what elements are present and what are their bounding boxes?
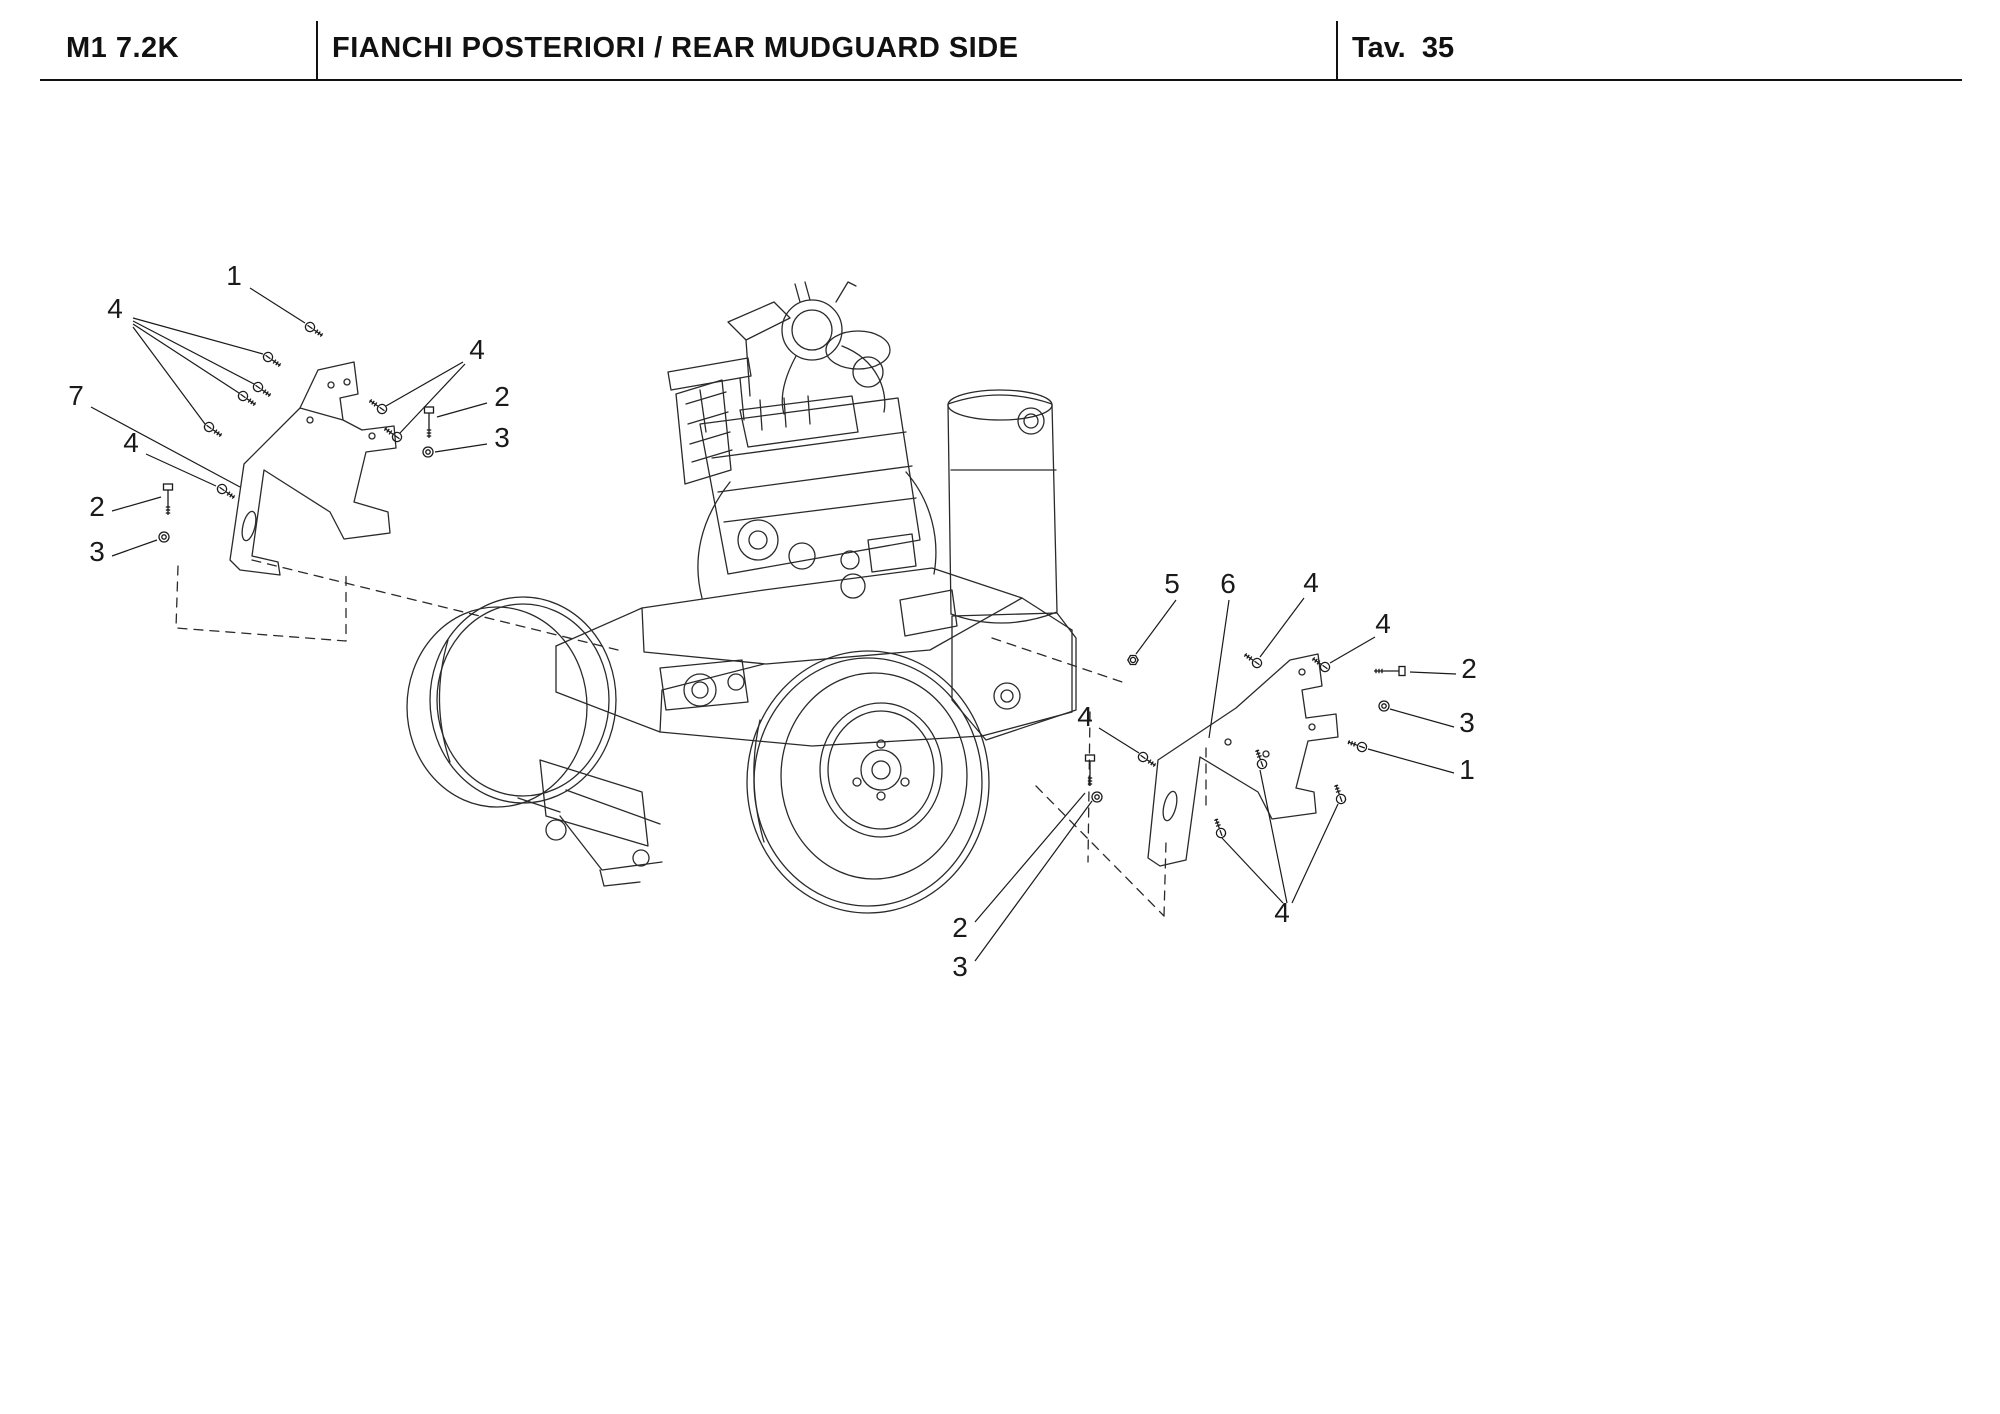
- page-title: FIANCHI POSTERIORI / REAR MUDGUARD SIDE: [332, 32, 1019, 64]
- callout-4: 4: [1303, 567, 1319, 598]
- callout-3: 3: [952, 951, 968, 982]
- header-divider-right: [1336, 21, 1338, 79]
- fastener-bolt: [423, 406, 435, 438]
- callout-1: 1: [226, 260, 242, 291]
- fastener-washer: [1378, 700, 1390, 712]
- callout-4: 4: [123, 427, 139, 458]
- callout-2: 2: [89, 491, 105, 522]
- callout-2: 2: [952, 912, 968, 943]
- fastener-screw: [237, 390, 257, 407]
- assembly-guide-lines: [175, 559, 1207, 917]
- fastener-screw: [262, 351, 282, 368]
- callout-6: 6: [1220, 568, 1236, 599]
- callout-2: 2: [1461, 653, 1477, 684]
- fastener-screw: [252, 381, 272, 398]
- fastener-screw: [203, 421, 223, 438]
- callout-2: 2: [494, 381, 510, 412]
- fastener-washer: [158, 531, 170, 543]
- callout-4: 4: [1375, 608, 1391, 639]
- fastener-screw: [1311, 656, 1331, 673]
- fastener-screw: [1214, 818, 1227, 839]
- callout-leader-lines: [90, 287, 1457, 962]
- callout-4: 4: [469, 334, 485, 365]
- machine-illustration: [175, 281, 1339, 917]
- fastener-screw: [383, 426, 403, 443]
- fastener-screw: [1137, 751, 1157, 768]
- fastener-screw: [368, 398, 388, 415]
- header-divider-left: [316, 21, 318, 79]
- fastener-bolt: [1374, 665, 1406, 677]
- callout-1: 1: [1459, 754, 1475, 785]
- header-model: M1 7.2K: [66, 32, 180, 64]
- fastener-bolt: [1084, 754, 1096, 786]
- fastener-washer: [1091, 791, 1103, 803]
- callout-3: 3: [1459, 707, 1475, 738]
- callout-3: 3: [89, 536, 105, 567]
- fastener-washer: [422, 446, 434, 458]
- header-plate-number: Tav. 35: [1352, 32, 1455, 64]
- fastener-screw: [1243, 652, 1263, 669]
- callout-4: 4: [1274, 897, 1290, 928]
- fastener-screw: [216, 483, 236, 500]
- callout-4: 4: [107, 293, 123, 324]
- callout-5: 5: [1164, 568, 1180, 599]
- header-rule: [40, 79, 1962, 81]
- callout-7: 7: [68, 380, 84, 411]
- fastener-glyphs: [158, 321, 1406, 839]
- fastener-bolt: [162, 483, 174, 515]
- fastener-nut: [1127, 654, 1139, 666]
- fastener-screw: [304, 321, 324, 338]
- callout-3: 3: [494, 422, 510, 453]
- fastener-screw: [1347, 740, 1368, 753]
- fastener-screw: [1334, 784, 1347, 805]
- fastener-screw: [1255, 749, 1268, 770]
- callout-4: 4: [1077, 701, 1093, 732]
